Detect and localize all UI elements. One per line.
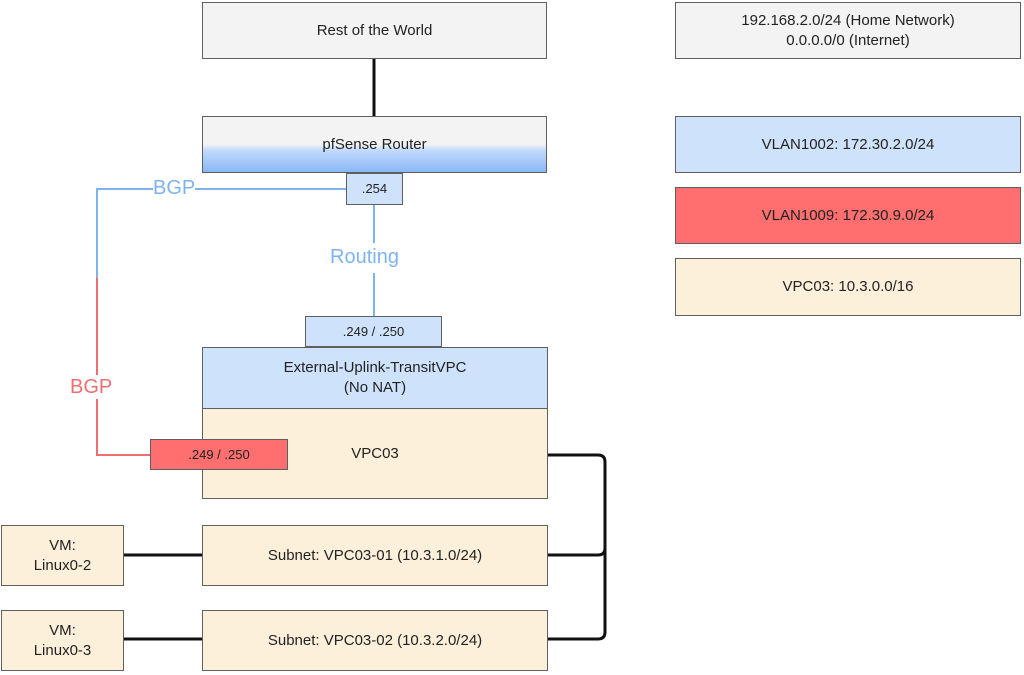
vpc-subnet-trunk [548, 453, 607, 641]
subnet-vpc03-02-node: Subnet: VPC03-02 (10.3.2.0/24) [202, 610, 548, 671]
legend-vpc03: VPC03: 10.3.0.0/16 [675, 258, 1021, 316]
legend-vlan1002: VLAN1002: 172.30.2.0/24 [675, 116, 1021, 173]
routing-label: Routing [330, 246, 399, 268]
external-uplink-transit-vpc-node: External-Uplink-TransitVPC (No NAT) [202, 347, 548, 409]
bgp-red-link [96, 278, 150, 456]
uplink-port-badge: .249 / .250 [305, 316, 442, 347]
legend-home-network: 192.168.2.0/24 (Home Network) 0.0.0.0/0 … [675, 2, 1021, 59]
bgp-red-label: BGP [70, 375, 113, 399]
pfsense-router-node: pfSense Router [202, 116, 547, 173]
vpc03-node: VPC03 [202, 408, 548, 499]
vm-linux0-3-node: VM: Linux0-3 [1, 610, 124, 671]
bgp-blue-link [96, 188, 346, 278]
vm-linux0-2-node: VM: Linux0-2 [1, 525, 124, 586]
bgp-blue-label: BGP [153, 176, 196, 200]
legend-vlan1009: VLAN1009: 172.30.9.0/24 [675, 187, 1021, 244]
subnet-vpc03-01-node: Subnet: VPC03-01 (10.3.1.0/24) [202, 525, 548, 586]
router-port-badge: .254 [346, 173, 403, 205]
vpc-port-badge: .249 / .250 [150, 439, 288, 470]
rest-of-world-node: Rest of the World [202, 2, 547, 59]
